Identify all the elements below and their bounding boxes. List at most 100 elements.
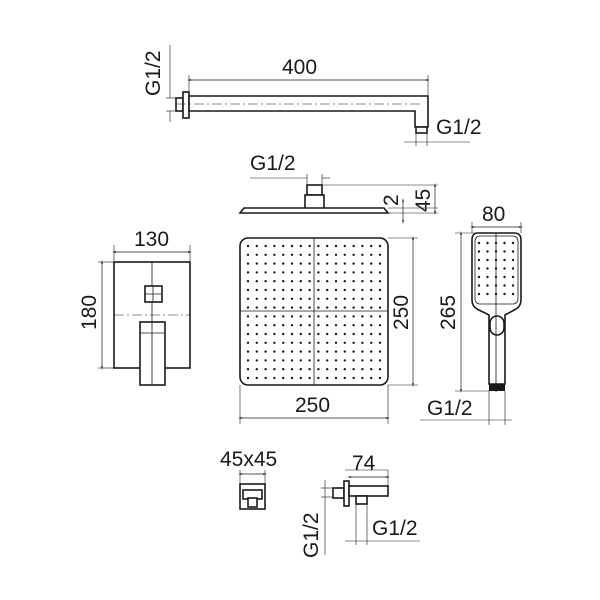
nozzle-dot — [255, 253, 258, 256]
hand-shower-width-label: 80 — [482, 203, 505, 226]
nozzle-dot — [308, 280, 311, 283]
nozzle-dot — [343, 271, 346, 274]
nozzle-dot — [334, 315, 338, 318]
nozzle-dot — [361, 306, 364, 309]
nozzle-dot — [334, 341, 338, 344]
nozzle-dot — [378, 315, 382, 318]
nozzle-dot — [352, 253, 355, 256]
nozzle-dot — [511, 258, 515, 262]
nozzle-dot — [326, 262, 329, 265]
nozzle-dot — [246, 350, 250, 353]
nozzle-dot — [326, 297, 329, 300]
nozzle-dot — [255, 350, 258, 353]
nozzle-dot — [361, 262, 364, 265]
nozzle-dot — [282, 280, 285, 283]
nozzle-dot — [370, 368, 373, 371]
nozzle-dot — [370, 332, 373, 336]
nozzle-dot — [308, 271, 311, 274]
nozzle-dot — [299, 350, 302, 353]
nozzle-dot — [282, 288, 285, 292]
nozzle-dot — [361, 288, 364, 292]
nozzle-dot — [370, 288, 373, 292]
nozzle-dot — [299, 315, 302, 318]
nozzle-dot — [273, 350, 276, 353]
nozzle-dot — [308, 332, 311, 336]
nozzle-dot — [299, 368, 302, 371]
nozzle-dot — [255, 341, 258, 344]
nozzle-dot — [264, 288, 267, 292]
nozzle-dot — [299, 288, 302, 292]
nozzle-dot — [299, 253, 302, 256]
nozzle-dot — [486, 284, 489, 287]
nozzle-dot — [361, 280, 364, 283]
nozzle-dot — [343, 253, 346, 256]
nozzle-dot — [486, 241, 489, 245]
nozzle-dot — [361, 271, 364, 274]
nozzle-dot — [370, 297, 373, 300]
wall-outlet-side: 74 G1/2 G1/2 — [300, 452, 420, 558]
nozzle-dot — [299, 244, 302, 248]
concealed-mixer: 130 180 — [78, 228, 193, 386]
nozzle-dot — [352, 376, 355, 380]
nozzle-dot — [326, 376, 329, 380]
nozzle-dot — [352, 359, 355, 362]
nozzle-dot — [317, 324, 320, 327]
mixer-height-label: 180 — [78, 295, 101, 330]
nozzle-dot — [343, 324, 346, 327]
nozzle-dot — [361, 253, 364, 256]
nozzle-dot — [290, 262, 294, 265]
nozzle-dot — [326, 341, 329, 344]
nozzle-dot — [317, 253, 320, 256]
nozzle-dot — [326, 324, 329, 327]
plate-size-label: 45x45 — [220, 448, 277, 471]
nozzle-dot — [494, 267, 498, 270]
nozzle-dot — [282, 359, 285, 362]
nozzle-dot — [246, 271, 250, 274]
head-width-label: 250 — [295, 394, 330, 417]
head-inlet-thread-label: G1/2 — [250, 152, 296, 175]
nozzle-dot — [378, 297, 382, 300]
nozzle-dot — [290, 376, 294, 380]
nozzle-dot — [326, 306, 329, 309]
nozzle-dot — [255, 315, 258, 318]
nozzle-dot — [282, 253, 285, 256]
nozzle-dot — [282, 332, 285, 336]
mixer-width-label: 130 — [134, 228, 169, 251]
nozzle-dot — [264, 341, 267, 344]
nozzle-dot — [343, 350, 346, 353]
arm-length-label: 400 — [282, 56, 317, 79]
nozzle-dot — [299, 332, 302, 336]
hand-shower-thread-label: G1/2 — [427, 397, 473, 420]
nozzle-dot — [511, 241, 515, 245]
nozzle-dot — [290, 244, 294, 248]
nozzle-dot — [503, 258, 506, 262]
nozzle-dot — [246, 376, 250, 380]
nozzle-dot — [334, 297, 338, 300]
nozzle-dot — [343, 332, 346, 336]
nozzle-dot — [317, 359, 320, 362]
nozzle-dot — [317, 350, 320, 353]
nozzle-dot — [343, 359, 346, 362]
nozzle-dot — [282, 324, 285, 327]
nozzle-dot — [503, 241, 506, 245]
outlet-thread-label: G1/2 — [372, 517, 418, 540]
nozzle-dot — [290, 297, 294, 300]
nozzle-dot — [290, 253, 294, 256]
nozzle-dot — [352, 368, 355, 371]
nozzle-dot — [299, 262, 302, 265]
nozzle-dot — [282, 244, 285, 248]
nozzle-dot — [352, 262, 355, 265]
nozzle-dot — [282, 306, 285, 309]
nozzle-dot — [308, 376, 311, 380]
nozzle-dot — [511, 284, 515, 287]
nozzle-dot — [494, 250, 498, 253]
nozzle-dot — [246, 368, 250, 371]
nozzle-dot — [370, 315, 373, 318]
nozzle-dot — [317, 368, 320, 371]
nozzle-dot — [290, 315, 294, 318]
nozzle-dot — [326, 271, 329, 274]
nozzle-dot — [308, 341, 311, 344]
nozzle-dot — [352, 288, 355, 292]
nozzle-dot — [343, 280, 346, 283]
nozzle-dot — [317, 341, 320, 344]
